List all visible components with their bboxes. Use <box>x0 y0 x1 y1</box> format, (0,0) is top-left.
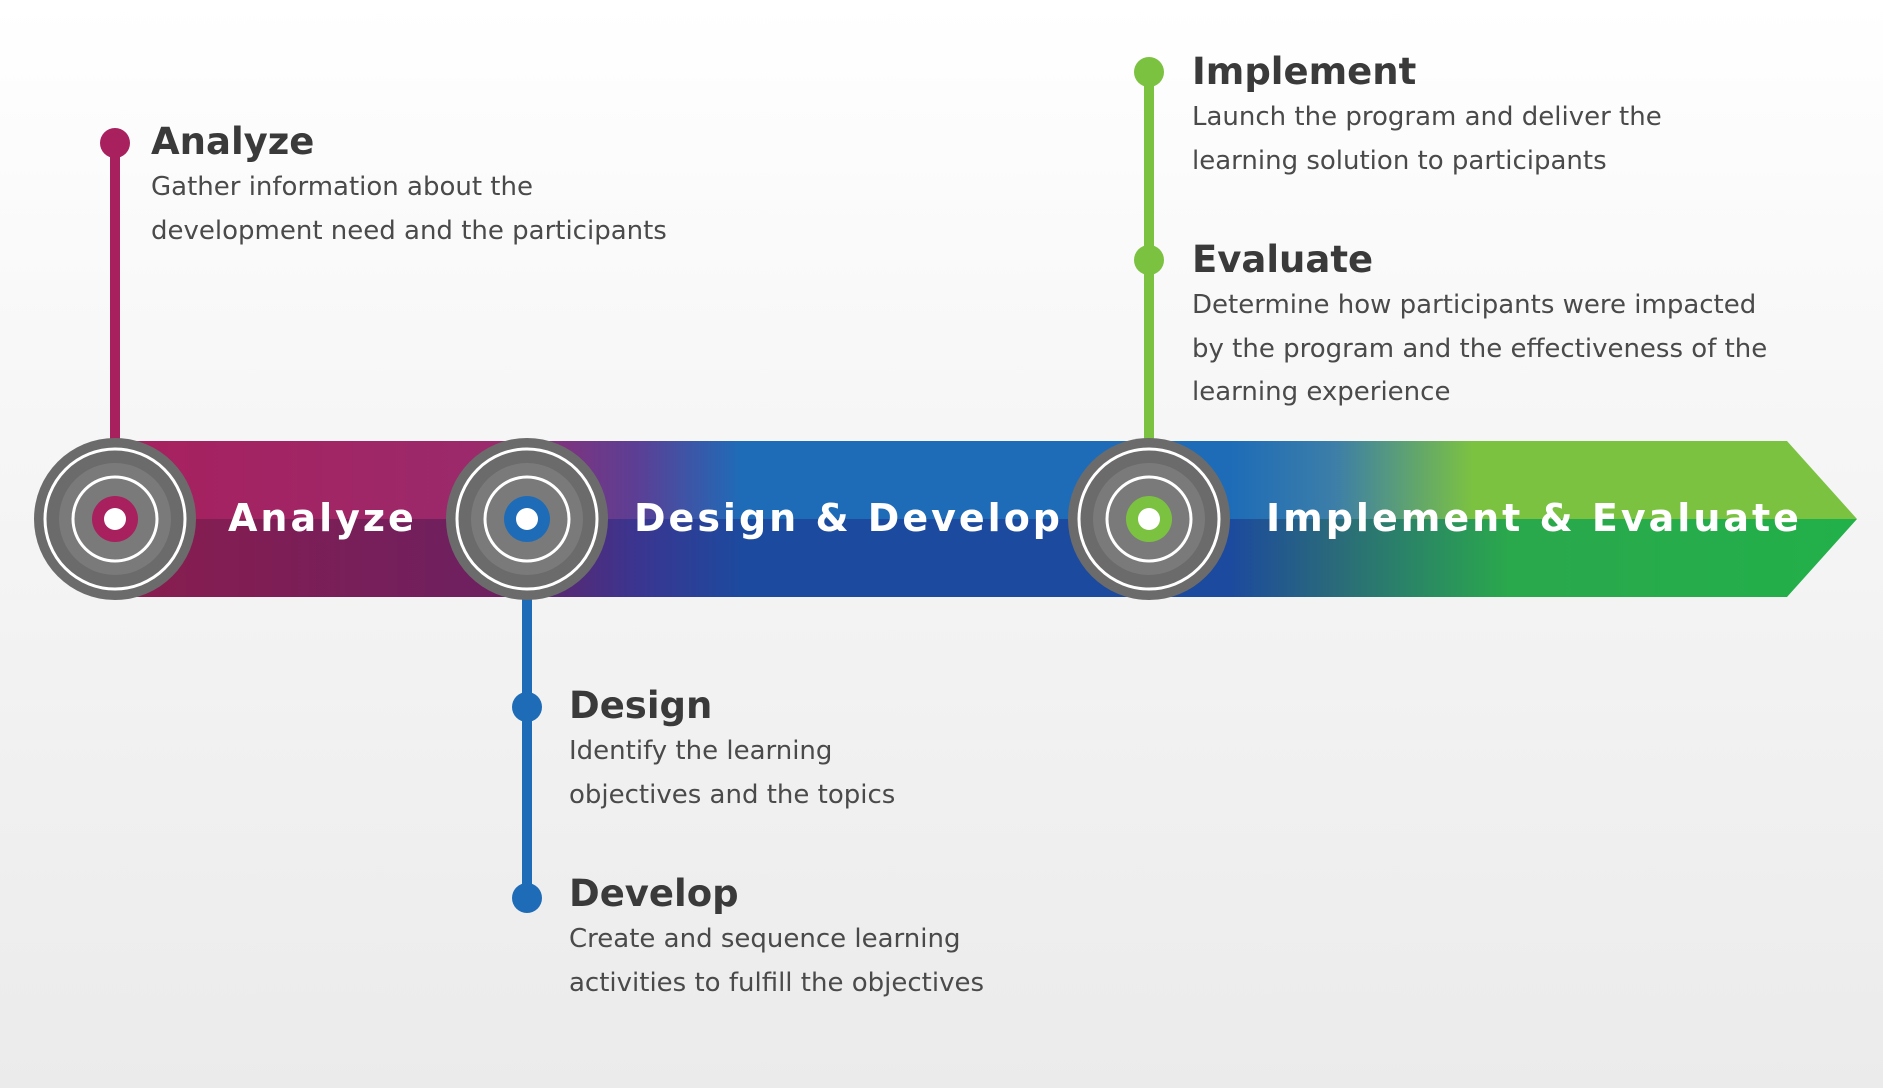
implement-evaluate-node <box>1068 438 1230 600</box>
band-label-analyze: Analyze <box>228 496 417 540</box>
step-description-line: Launch the program and deliver the <box>1192 102 1662 132</box>
step-description-line: by the program and the effectiveness of … <box>1192 333 1768 364</box>
implement-dot <box>1134 57 1164 87</box>
step-description: Launch the program and deliver the learn… <box>1192 96 1662 183</box>
step-evaluate: Evaluate Determine how participants were… <box>1192 238 1767 415</box>
design-develop-node <box>446 438 608 600</box>
step-description: Identify the learning objectives and the… <box>569 730 895 817</box>
step-description-line: Determine how participants were impacted <box>1192 290 1757 320</box>
step-description: Gather information about the development… <box>151 166 667 253</box>
develop-dot <box>512 883 542 913</box>
step-title: Develop <box>569 872 739 915</box>
step-description-line: Gather information about the <box>151 172 533 202</box>
step-description: Create and sequence learning activities … <box>569 918 984 1005</box>
step-title: Design <box>569 684 713 727</box>
step-description-line: activities to fulfill the objectives <box>569 967 984 998</box>
step-description-line: Identify the learning <box>569 736 833 766</box>
step-analyze: Analyze Gather information about the dev… <box>151 120 667 253</box>
band-label-design-develop: Design & Develop <box>634 496 1064 540</box>
step-title: Analyze <box>151 120 315 163</box>
analyze-dot <box>100 128 130 158</box>
step-description-line: Create and sequence learning <box>569 924 961 954</box>
step-description-line: objectives and the topics <box>569 779 896 810</box>
step-description-line: learning experience <box>1192 377 1451 407</box>
band-label-implement-evaluate: Implement & Evaluate <box>1266 496 1802 540</box>
evaluate-dot <box>1134 245 1164 275</box>
step-title: Implement <box>1192 50 1417 93</box>
step-description-line: development need and the participants <box>151 215 667 246</box>
step-description-line: learning solution to participants <box>1192 145 1607 176</box>
design-dot <box>512 692 542 722</box>
step-title: Evaluate <box>1192 238 1374 281</box>
step-implement: Implement Launch the program and deliver… <box>1192 50 1662 183</box>
analyze-node <box>34 438 196 600</box>
step-design: Design Identify the learning objectives … <box>569 684 895 817</box>
step-description: Determine how participants were impacted… <box>1192 284 1767 415</box>
step-develop: Develop Create and sequence learning act… <box>569 872 984 1005</box>
